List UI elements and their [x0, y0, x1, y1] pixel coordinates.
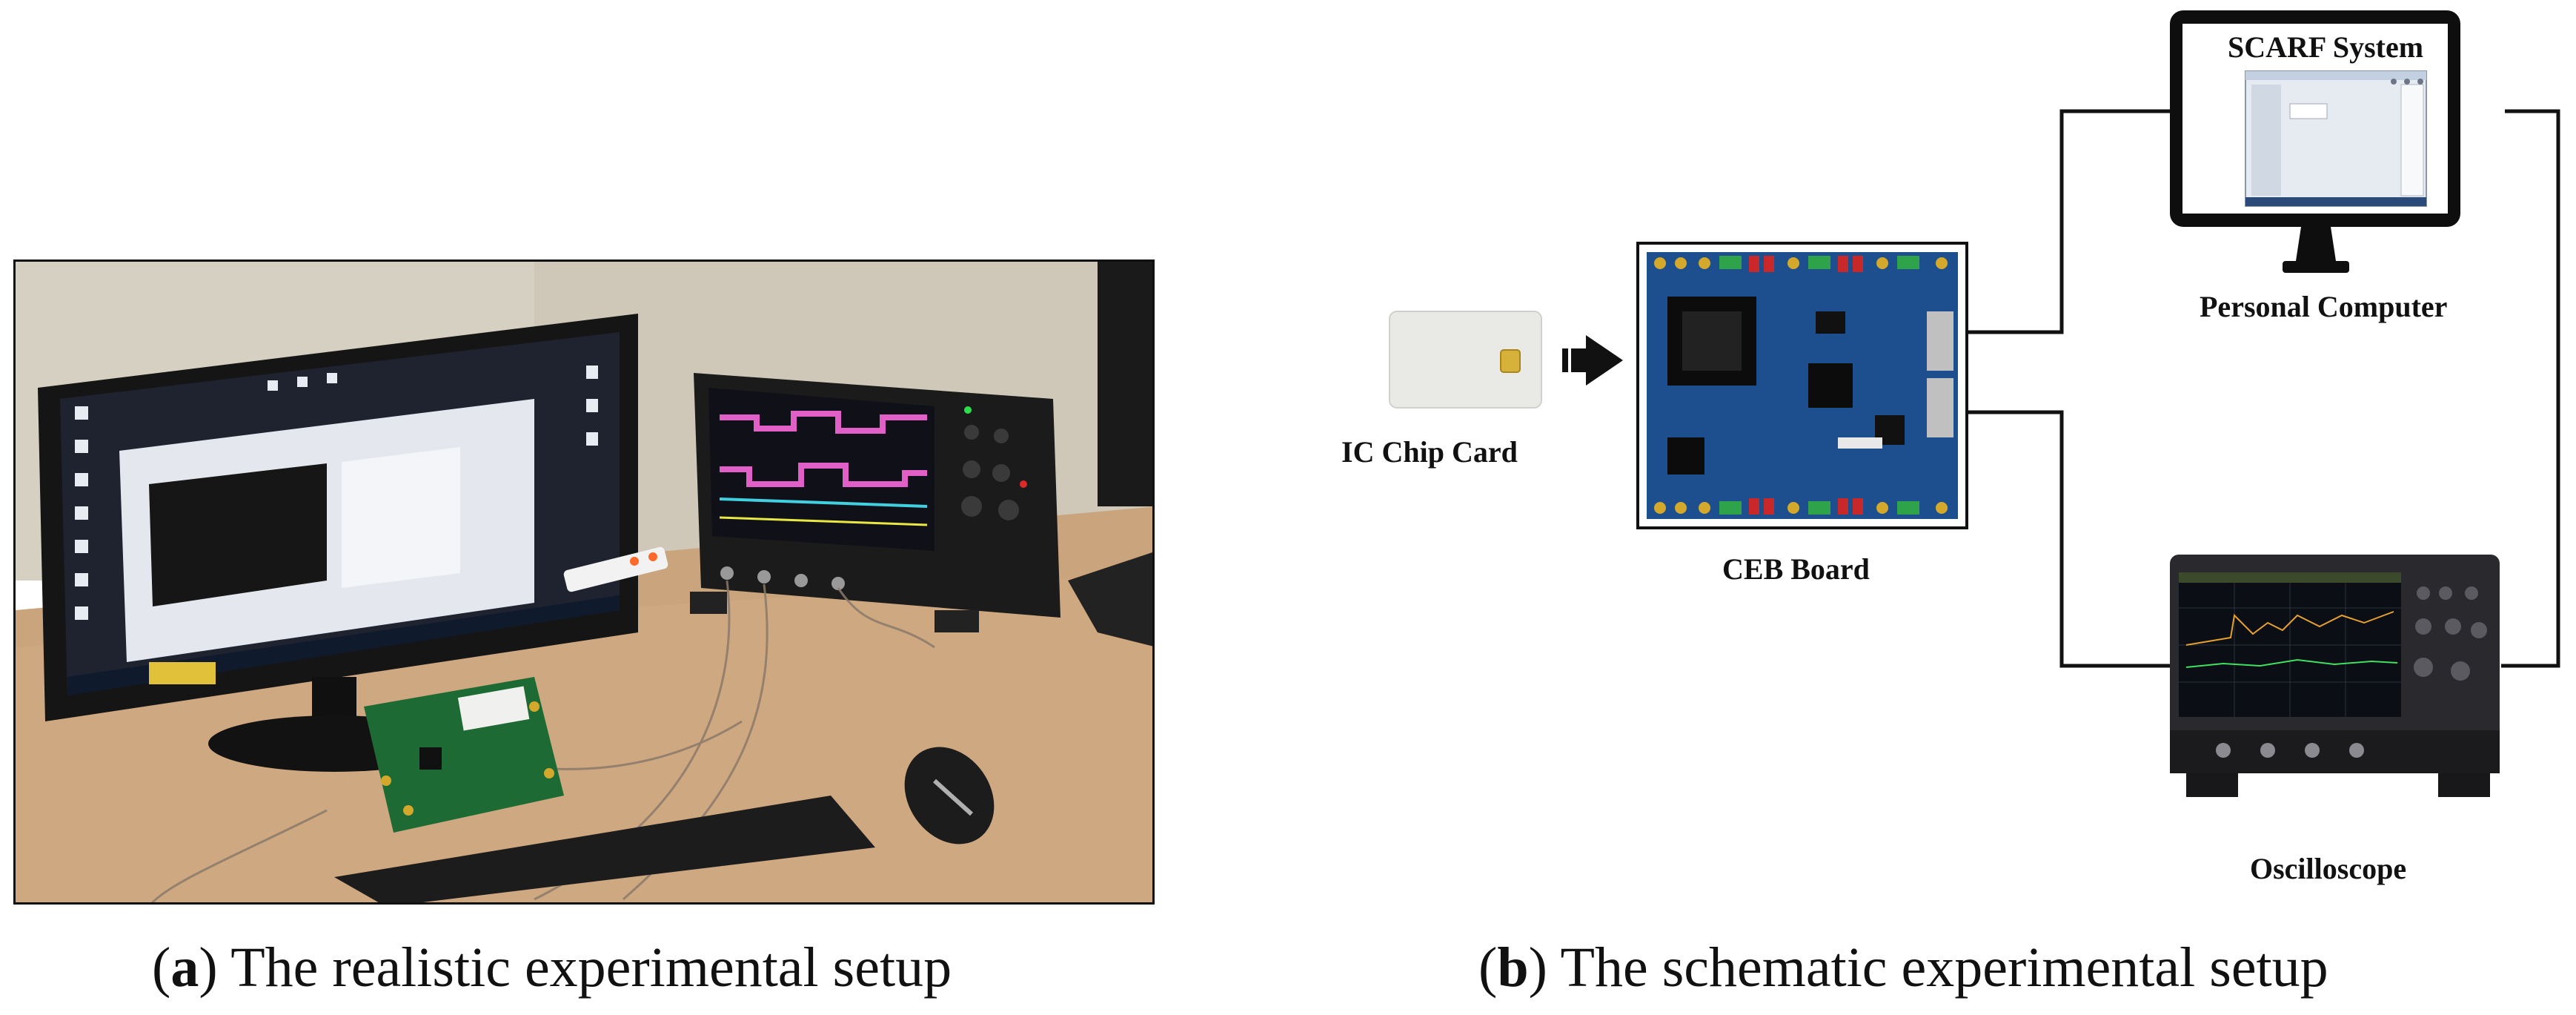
photo-ceb-board [364, 677, 564, 833]
photo-oscilloscope [690, 373, 1060, 632]
caption-a-text: The realistic experimental setup [217, 936, 952, 999]
caption-b-text: The schematic experimental setup [1547, 936, 2328, 999]
caption-a: (a) The realistic experimental setup [152, 936, 952, 999]
label-personal-computer: Personal Computer [2200, 290, 2448, 323]
line-board-to-scope [1965, 410, 2170, 668]
caption-b: (b) The schematic experimental setup [1478, 936, 2328, 999]
label-ceb-board: CEB Board [1722, 552, 1870, 586]
photo-mouse [904, 747, 995, 844]
connection-lines [1965, 109, 2560, 668]
ceb-board-image [1636, 242, 1968, 529]
photo-illustration [16, 262, 1152, 902]
photo-experimental-setup [13, 259, 1155, 905]
ic-chip-card [1389, 311, 1542, 409]
caption-b-letter: b [1497, 936, 1529, 999]
caption-a-letter: a [170, 936, 199, 999]
line-pc-to-scope [2501, 109, 2560, 668]
line-board-to-pc [1965, 109, 2170, 334]
label-oscilloscope: Oscilloscope [2250, 852, 2407, 885]
photo-keyboard [334, 552, 1152, 902]
label-scarf-system: SCARF System [2228, 30, 2424, 64]
arrow-icon [1562, 335, 1623, 386]
scope-image [2170, 555, 2500, 797]
label-ic-chip-card: IC Chip Card [1341, 435, 1518, 469]
